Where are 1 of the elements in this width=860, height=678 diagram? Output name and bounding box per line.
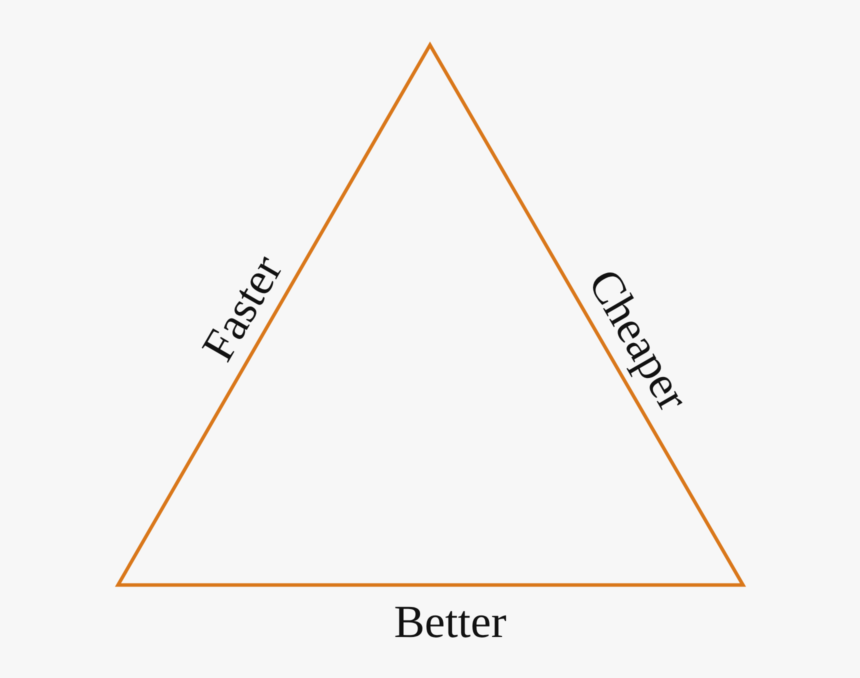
side-label: Better <box>394 599 506 645</box>
